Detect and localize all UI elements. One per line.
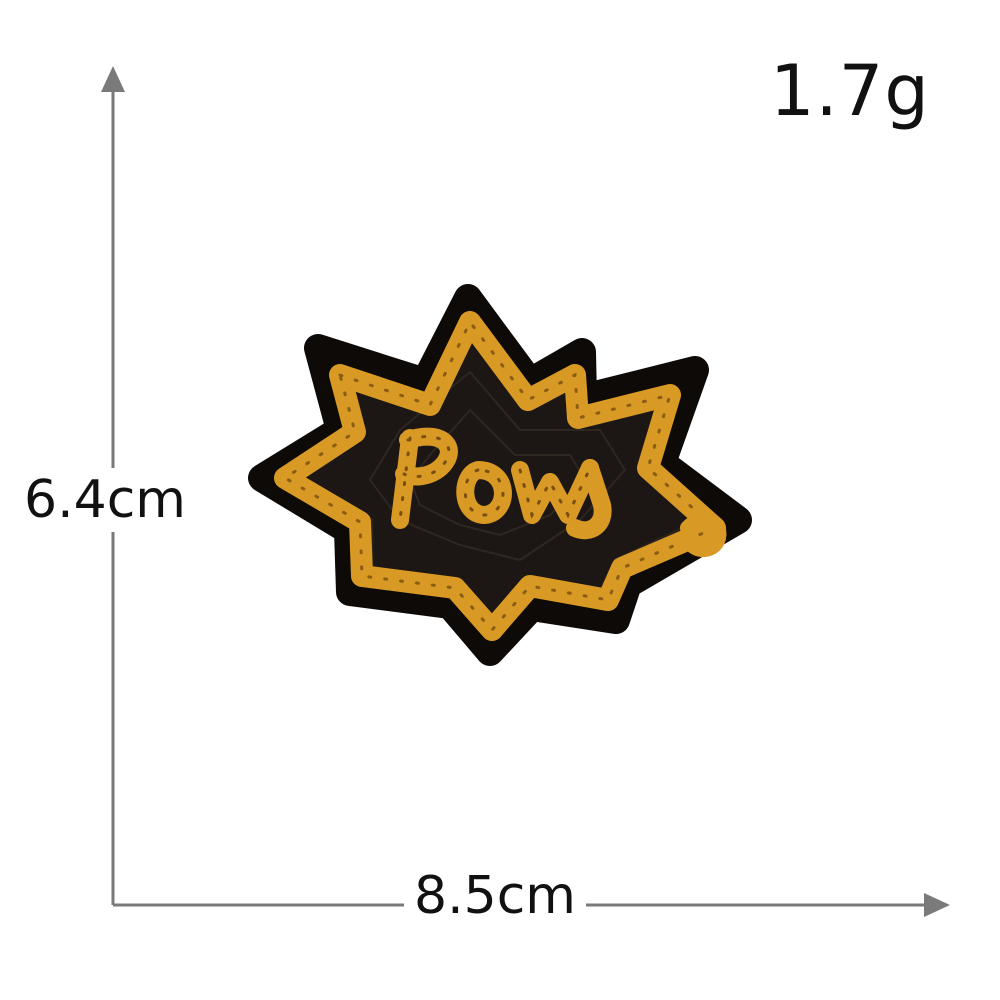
patch-dark-sequin-texture	[368, 370, 627, 562]
weight-label: 1.7g	[770, 50, 930, 132]
patch-pow-lettering-dots	[398, 435, 592, 522]
height-label: 6.4cm	[24, 468, 186, 532]
width-label: 8.5cm	[404, 866, 586, 926]
height-axis-arrow-icon	[101, 66, 125, 92]
patch-gold-sequin-dots	[282, 319, 718, 633]
patch-gold-accent	[680, 512, 727, 557]
width-axis-arrow-icon	[924, 893, 950, 917]
